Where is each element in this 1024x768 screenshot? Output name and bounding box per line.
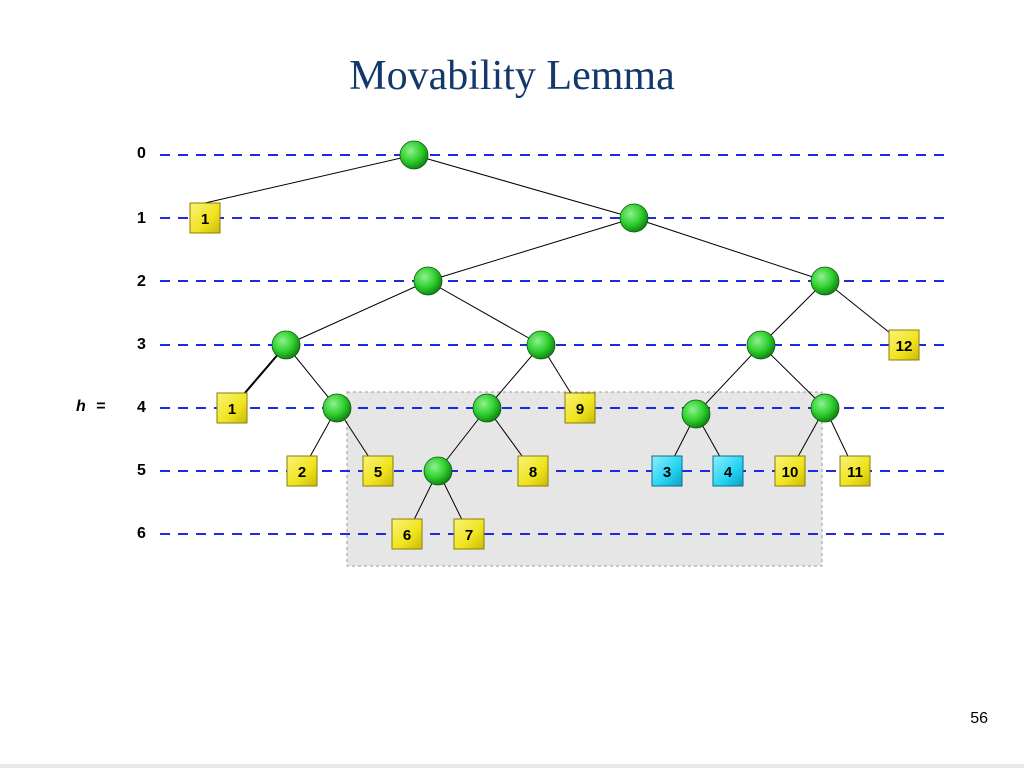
edge (427, 217, 635, 282)
leaf-label: 12 (896, 338, 913, 355)
leaf-3: 3 (651, 455, 683, 487)
leaf-label: 9 (576, 401, 584, 418)
edge (760, 344, 826, 409)
internal-node (271, 330, 301, 360)
level-label-0: 0 (137, 145, 146, 162)
leaf-1b: 1 (216, 392, 248, 424)
height-equals: = (96, 398, 106, 415)
internal-node (619, 203, 649, 233)
leaf-label: 4 (724, 464, 733, 481)
edge (285, 280, 429, 346)
leaf-9: 9 (564, 392, 596, 424)
footer-bar (0, 764, 1024, 768)
edge (633, 217, 826, 282)
internal-node (810, 266, 840, 296)
leaf-label: 7 (465, 527, 473, 544)
internal-node (413, 266, 443, 296)
leaf-5: 5 (362, 455, 394, 487)
slide-title: Movability Lemma (349, 53, 675, 99)
leaf-label: 11 (847, 464, 863, 481)
edge (760, 280, 826, 346)
level-label-3: 3 (137, 336, 146, 353)
level-label-6: 6 (137, 525, 146, 542)
leaf-label: 5 (374, 464, 382, 481)
leaf-7: 7 (453, 518, 485, 550)
page-number: 56 (970, 710, 988, 727)
level-label-4: 4 (137, 399, 146, 416)
internal-nodes (271, 140, 840, 486)
leaf-label: 1 (228, 401, 236, 418)
level-label-1: 1 (137, 210, 146, 227)
internal-node (472, 393, 502, 423)
edge (413, 154, 635, 219)
leaf-8: 8 (517, 455, 549, 487)
internal-node (810, 393, 840, 423)
leaf-12: 12 (888, 329, 920, 361)
internal-node (399, 140, 429, 170)
height-label: h = (76, 398, 106, 416)
leaf-label: 3 (663, 464, 671, 481)
leaf-label: 6 (403, 527, 411, 544)
edge (204, 154, 415, 204)
internal-node (746, 330, 776, 360)
internal-node (681, 399, 711, 429)
leaf-label: 8 (529, 464, 537, 481)
internal-node (322, 393, 352, 423)
leaf-2: 2 (286, 455, 318, 487)
level-label-5: 5 (137, 462, 146, 479)
level-label-2: 2 (137, 273, 146, 290)
leaf-4: 4 (712, 455, 744, 487)
leaf-label: 10 (782, 464, 799, 481)
leaf-1a: 1 (189, 202, 221, 234)
internal-node (526, 330, 556, 360)
leaf-label: 2 (298, 464, 306, 481)
leaf-10: 10 (774, 455, 806, 487)
edge (427, 280, 542, 346)
leaf-11: 11 (839, 455, 871, 487)
leaf-6: 6 (391, 518, 423, 550)
internal-node (423, 456, 453, 486)
leaf-label: 1 (201, 211, 209, 228)
height-variable: h (76, 398, 86, 415)
edge (695, 344, 762, 415)
